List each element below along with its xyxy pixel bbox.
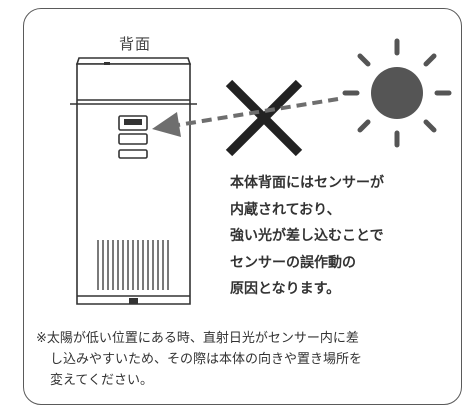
- power-port: [129, 298, 138, 304]
- device-back-view: [70, 57, 197, 305]
- handle-recess: [118, 133, 148, 145]
- back-view-label: 背面: [118, 35, 151, 53]
- device-top-detail: [104, 62, 110, 65]
- note-line: し込みやすいため、その際は本体の向きや置き場所を: [50, 352, 363, 367]
- sensor-warning-line: センサーの誤作動の: [230, 254, 356, 271]
- device-top-cap: [75, 57, 192, 65]
- handle-slot: [118, 149, 148, 159]
- sensor-warning-line: 本体背面にはセンサーが: [230, 175, 384, 191]
- note-line: 変えてください。: [50, 373, 153, 388]
- sensor-warning-text: 本体背面にはセンサーが 内蔵されており、 強い光が差し込むことで センサーの誤作…: [230, 170, 450, 303]
- x-mark-icon: [225, 79, 303, 157]
- sensor-warning-line: 内蔵されており、: [230, 201, 341, 218]
- sun-icon: [342, 38, 452, 148]
- sunlight-note: ※太陽が低い位置にある時、直射日光がセンサー内に差 し込みやすいため、その際は本…: [36, 328, 456, 391]
- sensor-warning-line: 原因となります。: [230, 281, 341, 297]
- sensor-window: [118, 115, 148, 131]
- intake-vents: [97, 240, 169, 290]
- sensor-warning-line: 強い光が差し込むことで: [230, 228, 384, 244]
- note-line: ※太陽が低い位置にある時、直射日光がセンサー内に差: [36, 331, 359, 346]
- sensor-slot: [124, 119, 142, 125]
- dashed-arrow-icon: [152, 97, 339, 137]
